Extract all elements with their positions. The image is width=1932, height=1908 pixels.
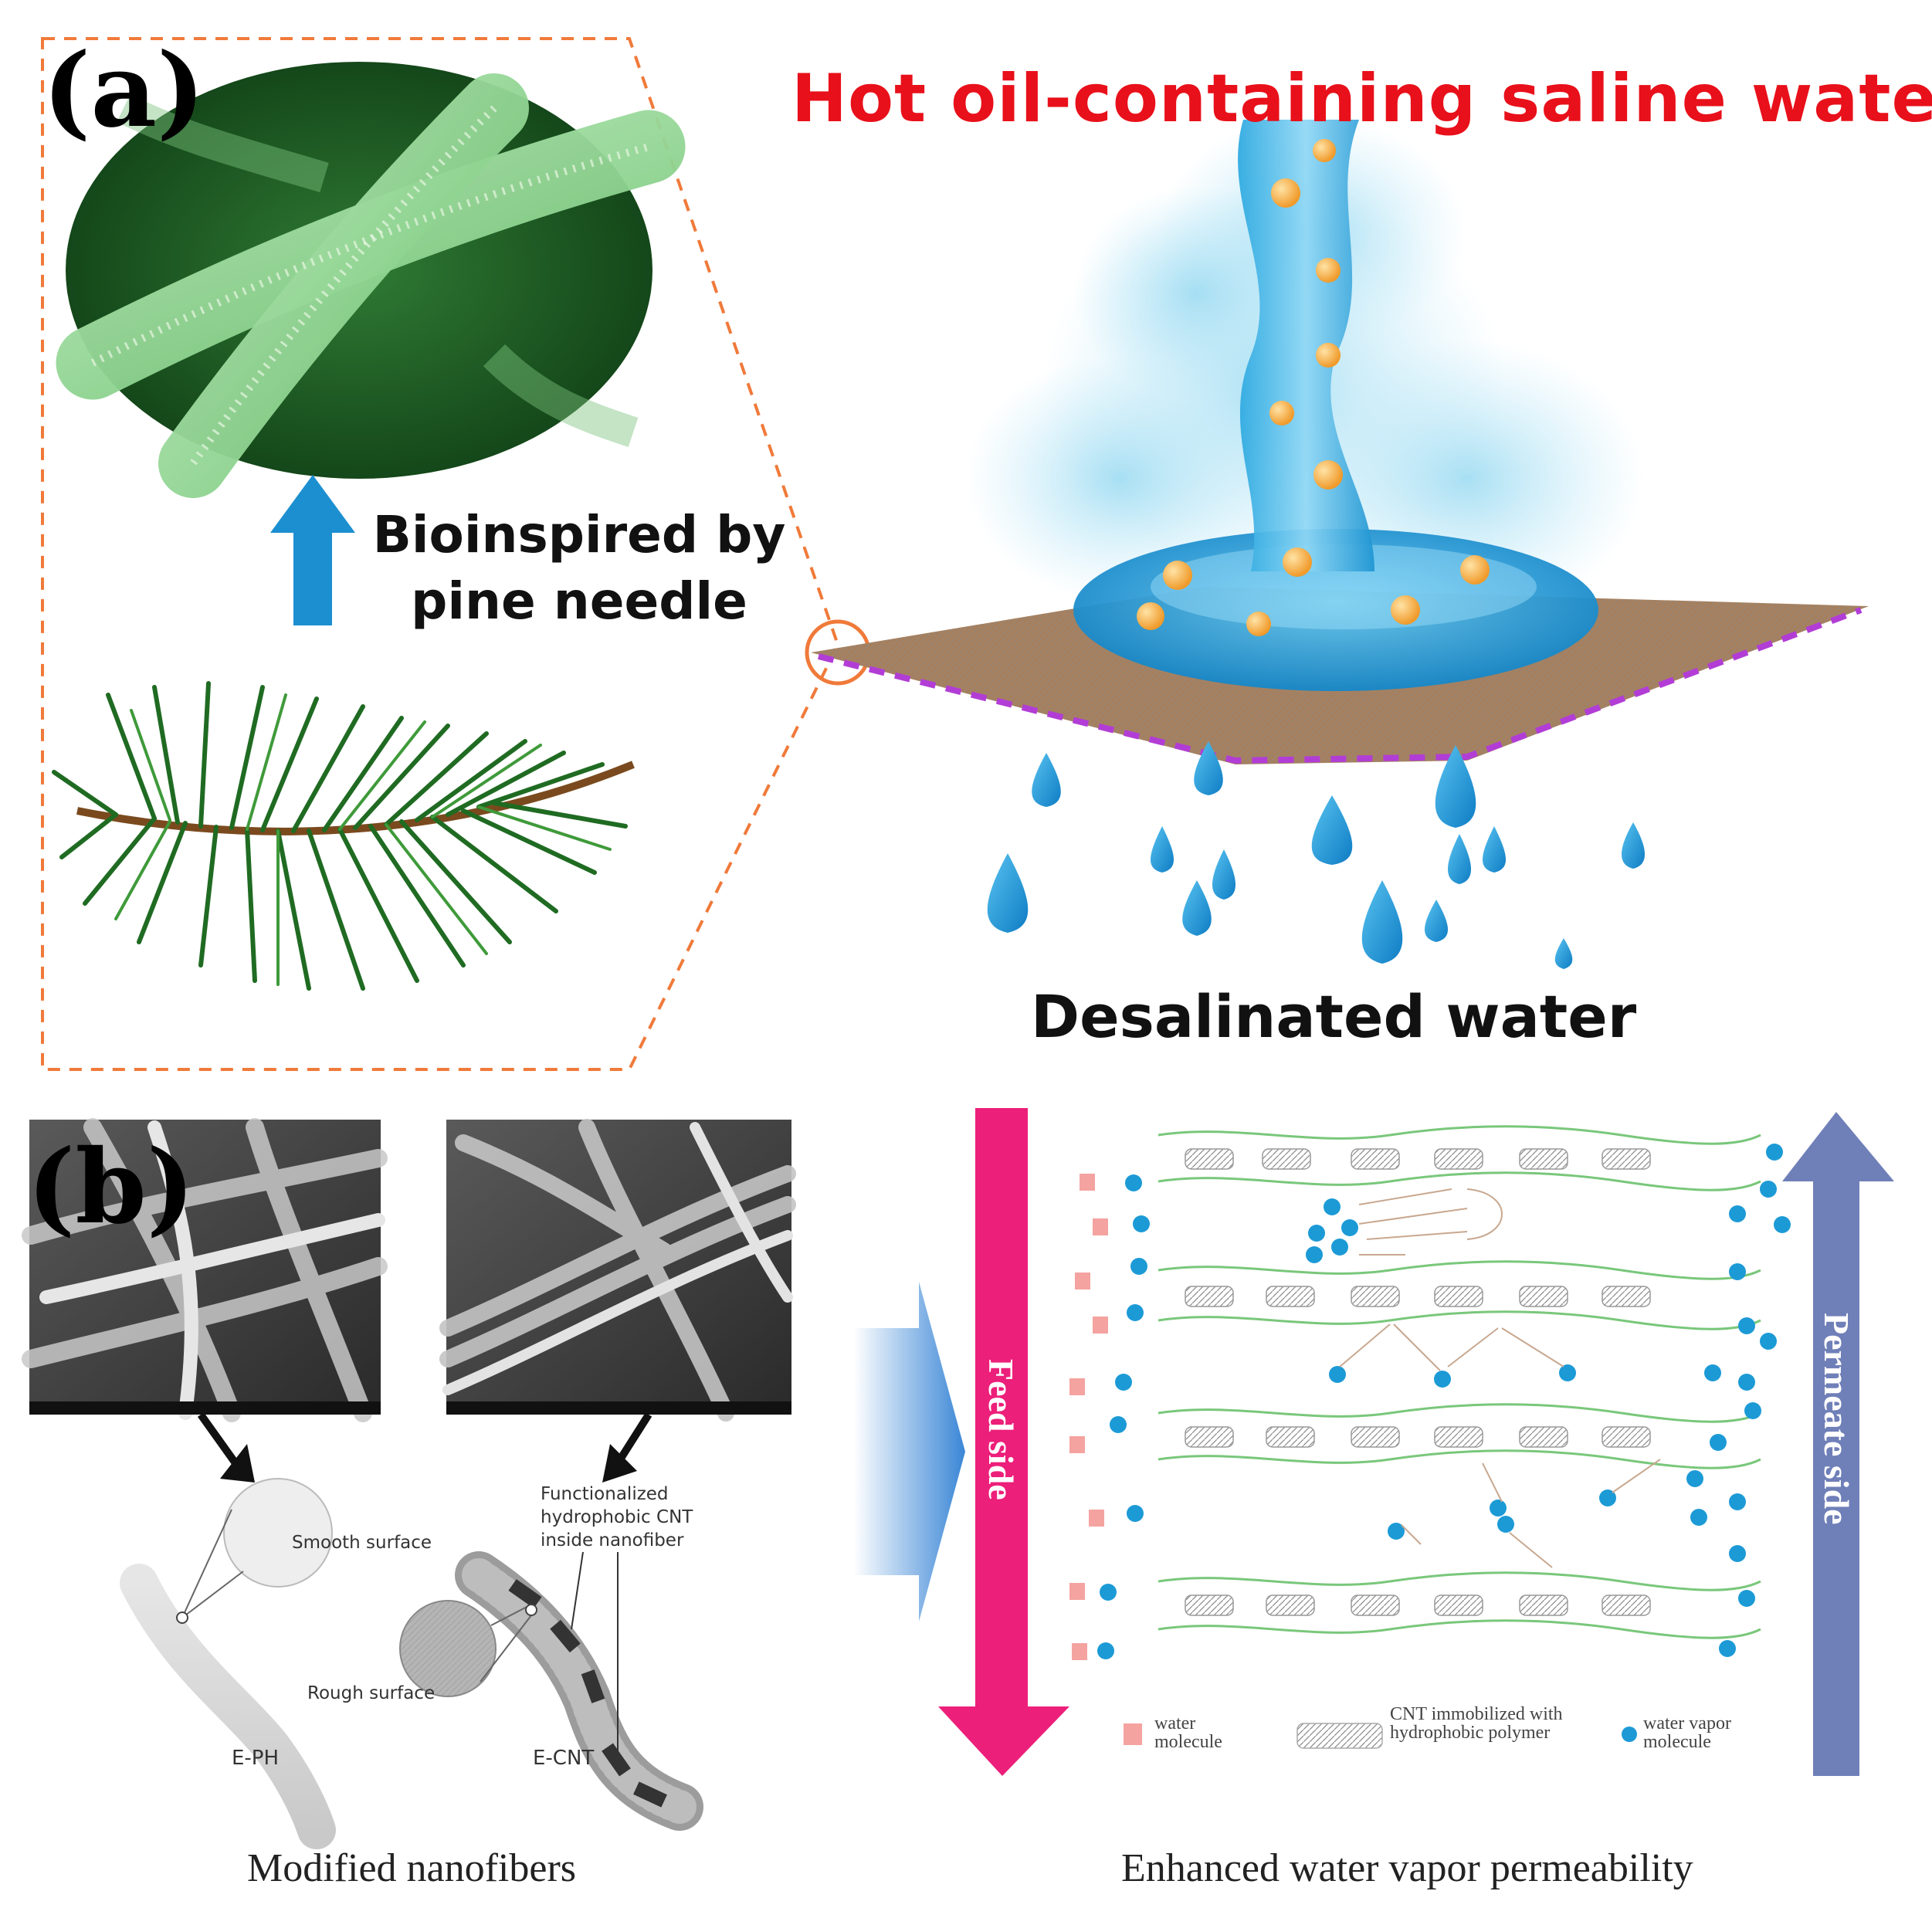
- rough-surface-label: Rough surface: [307, 1683, 436, 1703]
- sem-image-e-ph: [22, 1118, 388, 1422]
- e-cnt-fiber-schematic: [399, 1551, 703, 1831]
- feed-side-arrow-head: [938, 1706, 1069, 1776]
- legend-graphics: [1124, 1723, 1637, 1749]
- pine-needle-sem-image: [56, 62, 686, 498]
- water-molecules: [1069, 1174, 1108, 1660]
- vapor-path-arrows: [1339, 1188, 1661, 1568]
- desalinated-water-caption: Desalinated water: [1031, 982, 1637, 1051]
- bioinspired-arrow-icon: [270, 475, 355, 625]
- legend-cnt-label: CNT immobilized with hydrophobic polymer: [1390, 1704, 1563, 1743]
- oil-droplets: [1137, 139, 1490, 636]
- e-ph-fiber-schematic: [120, 1478, 336, 1849]
- permeate-side-label: Permeate side: [1817, 1313, 1856, 1525]
- functionalized-line-2: hydrophobic CNT: [541, 1507, 693, 1527]
- transition-arrow-icon: [853, 1282, 965, 1622]
- enhanced-permeability-caption: Enhanced water vapor permeability: [1121, 1846, 1693, 1890]
- feed-side-arrow-shaft: [975, 1108, 1028, 1710]
- feed-side-label: Feed side: [981, 1359, 1021, 1500]
- sem-image-e-cnt: [439, 1119, 796, 1422]
- smooth-surface-label: Smooth surface: [292, 1533, 432, 1553]
- bioinspired-line-2: pine needle: [411, 571, 747, 631]
- cnt-bundles: [1185, 1148, 1651, 1616]
- water-vapor-molecules: [1097, 1144, 1791, 1659]
- e-cnt-label: E-CNT: [533, 1747, 595, 1770]
- panel-a-label: (a): [42, 31, 205, 151]
- membrane-fiber-layers: [1158, 1125, 1761, 1639]
- functionalized-cnt-label: Functionalized hydrophobic CNT inside na…: [541, 1483, 693, 1552]
- bioinspired-line-1: Bioinspired by: [372, 505, 786, 564]
- e-ph-label: E-PH: [232, 1747, 280, 1770]
- panel-a-title: Hot oil-containing saline water: [791, 60, 1932, 137]
- permeate-side-arrow-head: [1782, 1112, 1894, 1181]
- legend-water-molecule-label: water molecule: [1154, 1713, 1222, 1752]
- functionalized-line-3: inside nanofiber: [541, 1530, 684, 1550]
- legend-vapor-label: water vapor molecule: [1643, 1713, 1731, 1752]
- pine-branch-image: [52, 679, 649, 1019]
- desalinated-water-drops: [987, 741, 1645, 969]
- permeate-side-arrow-shaft: [1813, 1181, 1859, 1776]
- bioinspired-caption: Bioinspired by pine needle: [363, 502, 795, 635]
- sem-to-schematic-arrows: [197, 1412, 652, 1483]
- functionalized-line-1: Functionalized: [541, 1484, 669, 1504]
- water-stream: [1238, 120, 1374, 571]
- panel-b-label: (b): [27, 1127, 195, 1247]
- modified-nanofibers-caption: Modified nanofibers: [247, 1846, 577, 1890]
